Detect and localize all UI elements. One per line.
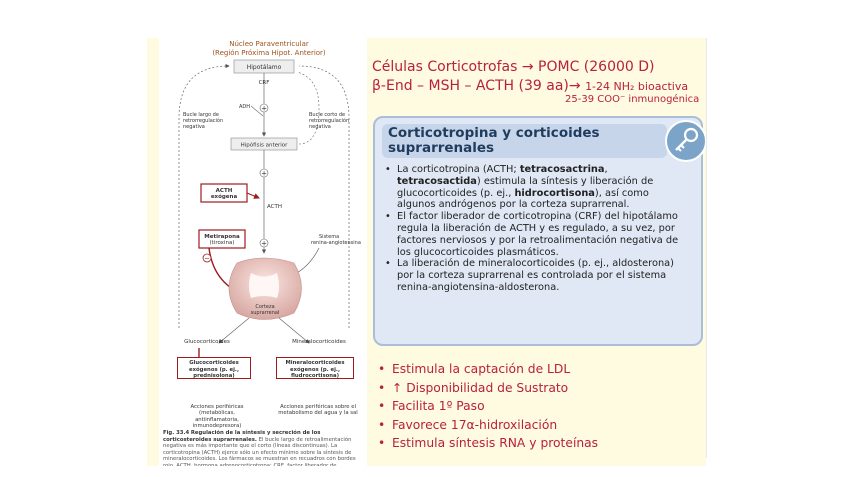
summary-bullets: La corticotropina (ACTH; tetracosactrina… bbox=[385, 164, 687, 294]
hipofisis-label: Hipófisis anterior bbox=[241, 142, 289, 149]
divider bbox=[706, 38, 707, 458]
mineralo-exogenos-box: Mineralocorticoides exógenos (p. ej., fl… bbox=[276, 357, 354, 379]
mineralo-exogenos-label: Mineralocorticoides exógenos (p. ej., fl… bbox=[286, 360, 345, 379]
acth-label: ACTH bbox=[267, 204, 282, 210]
plus-sign: + bbox=[261, 170, 267, 178]
slide: Núcleo Paraventricular (Región Próxima H… bbox=[147, 38, 706, 466]
mineralocorticoides-label: Mineralocorticoides bbox=[292, 339, 346, 345]
hpa-axis-diagram: Hipotálamo CRF ADH Hipófisis anterior Bu… bbox=[159, 58, 367, 398]
figure-header-line2: (Región Próxima Hipot. Anterior) bbox=[179, 49, 359, 58]
hipotalamo-label: Hipotálamo bbox=[247, 64, 282, 71]
acciones-der: Acciones periféricas sobre el metabolism… bbox=[277, 404, 359, 417]
summary-bullet: El factor liberador de corticotropina (C… bbox=[385, 211, 687, 258]
list-item: Favorece 17α-hidroxilación bbox=[378, 416, 598, 435]
acciones-izq-label: Acciones periféricas (metabólicas, antii… bbox=[190, 404, 243, 429]
heading-line2: β-End – MSH – ACTH (39 aa)→ 1-24 NH₂ bio… bbox=[372, 78, 688, 94]
summary-bullet: La liberación de mineralocorticoides (p.… bbox=[385, 258, 687, 293]
heading-line2-tail: 1-24 NH₂ bioactiva bbox=[585, 80, 688, 93]
summary-box-title: Corticotropina y corticoides suprarrenal… bbox=[382, 124, 667, 158]
gluco-exogenos-box: Glucocorticoides exógenos (p. ej., predn… bbox=[177, 357, 251, 379]
heading-line2-arrow: → bbox=[569, 78, 581, 94]
list-item: Estimula la captación de LDL bbox=[378, 360, 598, 379]
gluco-exogenos-label: Glucocorticoides exógenos (p. ej., predn… bbox=[189, 360, 239, 379]
plus-sign: + bbox=[261, 240, 267, 248]
crf-label: CRF bbox=[259, 80, 270, 86]
acciones-izq: Acciones periféricas (metabólicas, antii… bbox=[177, 404, 257, 429]
glucocorticoides-label: Glucocorticoides bbox=[184, 339, 230, 345]
list-item: Facilita 1º Paso bbox=[378, 397, 598, 416]
figure-panel: Núcleo Paraventricular (Región Próxima H… bbox=[159, 38, 367, 466]
summary-bullet: La corticotropina (ACTH; tetracosactrina… bbox=[385, 164, 687, 211]
list-item: ↑ Disponibilidad de Sustrato bbox=[378, 379, 598, 398]
caption-title: Fig. 33.4 bbox=[163, 430, 189, 436]
figure-caption: Fig. 33.4 Regulación de la síntesis y se… bbox=[163, 430, 363, 466]
acciones-der-label: Acciones periféricas sobre el metabolism… bbox=[278, 404, 358, 416]
key-icon bbox=[665, 120, 706, 162]
list-item: Estimula síntesis RNA y proteínas bbox=[378, 434, 598, 453]
heading-line3: 25-39 COO⁻ inmunogénica bbox=[565, 94, 699, 105]
effects-list: Estimula la captación de LDL ↑ Disponibi… bbox=[378, 360, 598, 453]
figure-header-line1: Núcleo Paraventricular bbox=[179, 40, 359, 49]
heading-line2-main: β-End – MSH – ACTH (39 aa) bbox=[372, 78, 569, 94]
plus-sign: + bbox=[261, 105, 267, 113]
adh-label: ADH bbox=[239, 104, 250, 110]
heading-line1: Células Corticotrofas → POMC (26000 D) bbox=[372, 59, 655, 75]
figure-header: Núcleo Paraventricular (Región Próxima H… bbox=[179, 40, 359, 58]
minus-sign: − bbox=[204, 255, 210, 263]
summary-box: Corticotropina y corticoides suprarrenal… bbox=[373, 116, 703, 346]
